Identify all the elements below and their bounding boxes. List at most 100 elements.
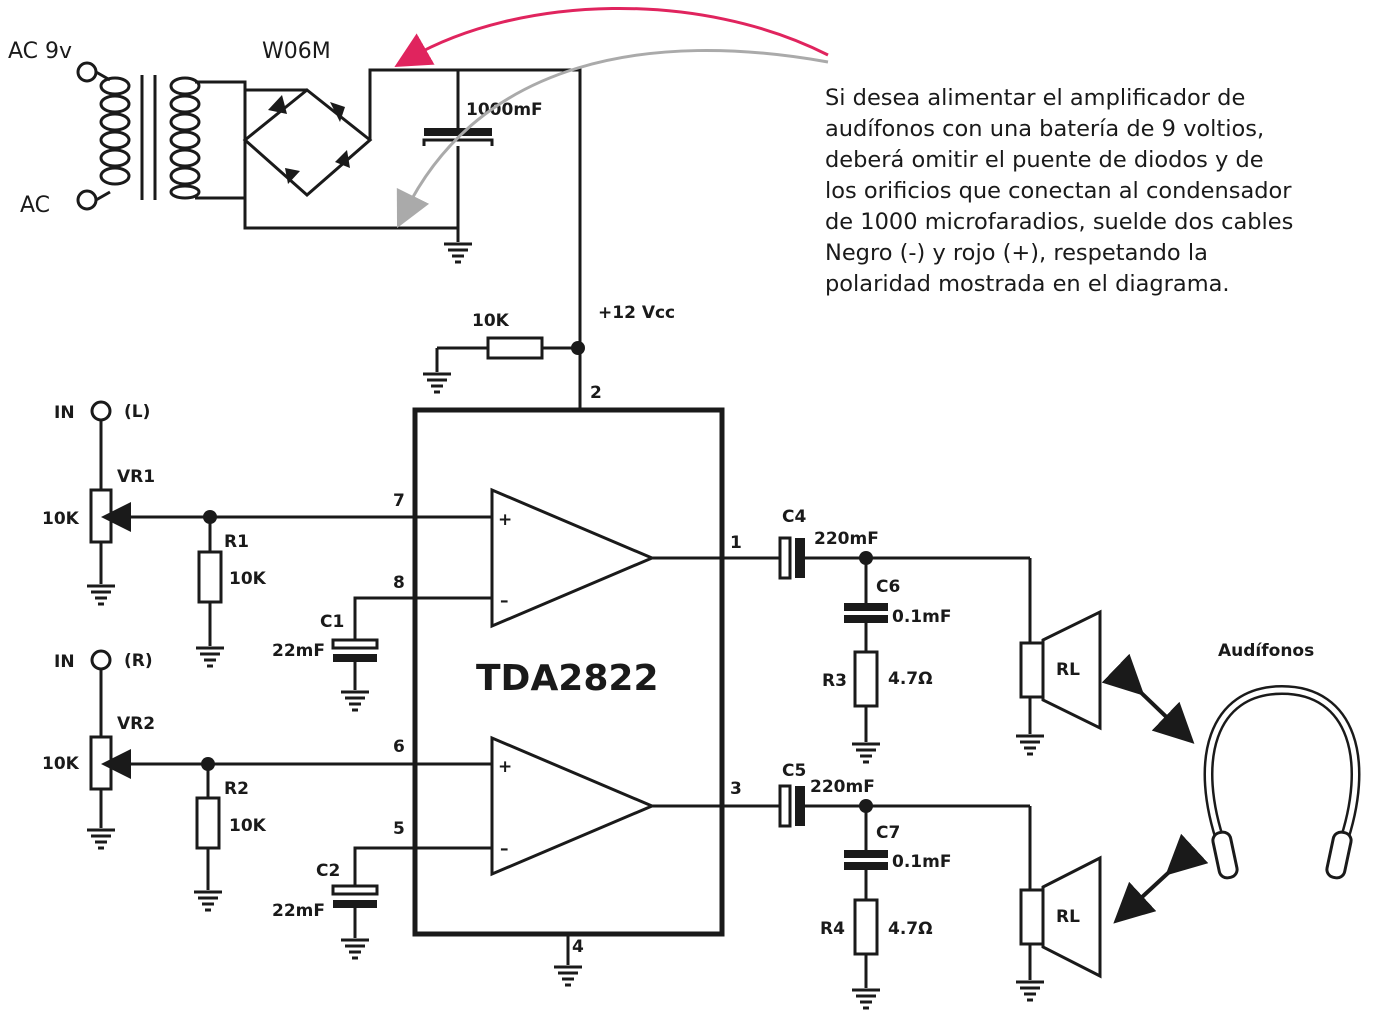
- ac-top-terminal: [76, 61, 98, 83]
- link-arrow-bottom: [1113, 833, 1209, 924]
- c7-value: 0.1mF: [892, 852, 951, 872]
- note-line: de 1000 microfaradios, suelde dos cables: [825, 209, 1293, 235]
- filter-cap-label: 1000mF: [466, 100, 543, 120]
- ac-bottom-terminal: [76, 189, 98, 211]
- vcc-label: +12 Vcc: [598, 303, 675, 323]
- c1-plate-top: [331, 638, 379, 650]
- pin-7: 7: [393, 491, 405, 511]
- vr1-label: VR1: [117, 467, 155, 487]
- earcup-right-icon: [1325, 830, 1353, 880]
- power-supply: AC 9v AC W06M: [8, 39, 675, 394]
- bridge-label: W06M: [262, 39, 331, 64]
- headphones: Audífonos: [1101, 641, 1361, 924]
- transformer-primary: [95, 70, 131, 202]
- ac-bottom-label: AC: [20, 193, 50, 218]
- r3-body: [853, 650, 879, 708]
- c1-plate-bottom: [333, 654, 377, 662]
- right-in-label: IN: [54, 652, 75, 672]
- r1-label: R1: [224, 532, 249, 552]
- earcup-left-icon: [1211, 830, 1239, 880]
- r4-body: [853, 898, 879, 956]
- left-input: IN (L) VR1 10K R1 10K C1 22mF: [42, 400, 492, 712]
- speaker-top-coil: [1019, 641, 1045, 699]
- speaker-top-cone: [1041, 609, 1102, 731]
- vr2-value: 10K: [42, 754, 80, 774]
- speaker-bottom-label: RL: [1056, 907, 1080, 927]
- vr1-body: [89, 488, 113, 544]
- speaker-bottom-cone: [1041, 855, 1102, 979]
- opamp-bottom-minus: –: [500, 839, 509, 859]
- gray-arrow: [396, 49, 829, 229]
- c4-label: C4: [782, 507, 806, 527]
- opamp-bottom-plus: +: [498, 757, 512, 777]
- c6-value: 0.1mF: [892, 607, 951, 627]
- note-line: Si desea alimentar el amplificador de: [825, 85, 1245, 111]
- note-line: audífonos con una batería de 9 voltios,: [825, 116, 1264, 142]
- ac-top-label: AC 9v: [8, 39, 72, 64]
- r1-value: 10K: [229, 569, 267, 589]
- diode-bridge: [242, 82, 458, 230]
- bias-resistor-label: 10K: [472, 311, 510, 331]
- c1-value: 22mF: [272, 641, 325, 661]
- c2-plate-bottom: [333, 900, 377, 908]
- note-line: polaridad mostrada en el diagrama.: [825, 271, 1230, 297]
- output-top: C4 220mF C6 0.1mF R3 4.7Ω RL: [778, 507, 1102, 764]
- headphones-label: Audífonos: [1218, 641, 1314, 661]
- pin-8: 8: [393, 573, 405, 593]
- note-line: deberá omitir el puente de diodos y de: [825, 147, 1264, 173]
- tda2822-chip: TDA2822 2 7 8 6 5 1 3 4 + – + –: [393, 348, 780, 987]
- c5-plate-right: [795, 786, 805, 826]
- vr2-label: VR2: [117, 714, 155, 734]
- opamp-bottom: [490, 735, 656, 877]
- right-in-terminal: [90, 649, 112, 671]
- red-arrow: [394, 7, 829, 67]
- opamp-top-minus: –: [500, 591, 509, 611]
- r2-label: R2: [224, 779, 249, 799]
- opamp-top-plus: +: [498, 510, 512, 530]
- r4-value: 4.7Ω: [888, 919, 933, 939]
- c4-value: 220mF: [814, 529, 879, 549]
- c2-plate-top: [331, 884, 379, 896]
- battery-note: Si desea alimentar el amplificador de au…: [825, 85, 1293, 297]
- r2-body: [195, 796, 221, 850]
- c7-label: C7: [876, 823, 900, 843]
- r2-value: 10K: [229, 816, 267, 836]
- right-input: IN (R) VR2 10K R2 10K C2 22mF: [42, 649, 492, 960]
- c5-plate-left: [778, 784, 792, 828]
- pin-1: 1: [730, 533, 742, 553]
- pin-6: 6: [393, 737, 405, 757]
- speaker-bottom-coil: [1019, 888, 1045, 946]
- c2-label: C2: [316, 861, 340, 881]
- vr2-body: [89, 735, 113, 791]
- c2-value: 22mF: [272, 901, 325, 921]
- c5-value: 220mF: [810, 777, 875, 797]
- r3-value: 4.7Ω: [888, 669, 933, 689]
- pin-2: 2: [590, 383, 602, 403]
- vr1-value: 10K: [42, 509, 80, 529]
- headband: [1203, 684, 1361, 848]
- right-channel-label: (R): [124, 651, 153, 671]
- c5-label: C5: [782, 761, 806, 781]
- r4-label: R4: [820, 919, 845, 939]
- r3-label: R3: [822, 671, 847, 691]
- chip-name: TDA2822: [476, 658, 659, 699]
- pin-3: 3: [730, 779, 742, 799]
- note-line: los orificios que conectan al condensado…: [825, 178, 1292, 204]
- pin-4: 4: [572, 937, 584, 957]
- c4-plate-right: [795, 538, 805, 578]
- note-line: Negro (-) y rojo (+), respetando la: [825, 240, 1208, 266]
- left-in-terminal: [90, 400, 112, 422]
- left-in-label: IN: [54, 403, 75, 423]
- pin-5: 5: [393, 819, 405, 839]
- link-arrow-top: [1101, 653, 1195, 744]
- transformer-secondary: [169, 76, 201, 200]
- bias-resistor: 10K: [421, 311, 585, 394]
- filter-capacitor: 1000mF: [422, 70, 543, 264]
- c6-label: C6: [876, 577, 900, 597]
- c1-label: C1: [320, 612, 344, 632]
- r1-body: [197, 550, 223, 604]
- speaker-top-label: RL: [1056, 660, 1080, 680]
- c4-plate-left: [778, 536, 792, 580]
